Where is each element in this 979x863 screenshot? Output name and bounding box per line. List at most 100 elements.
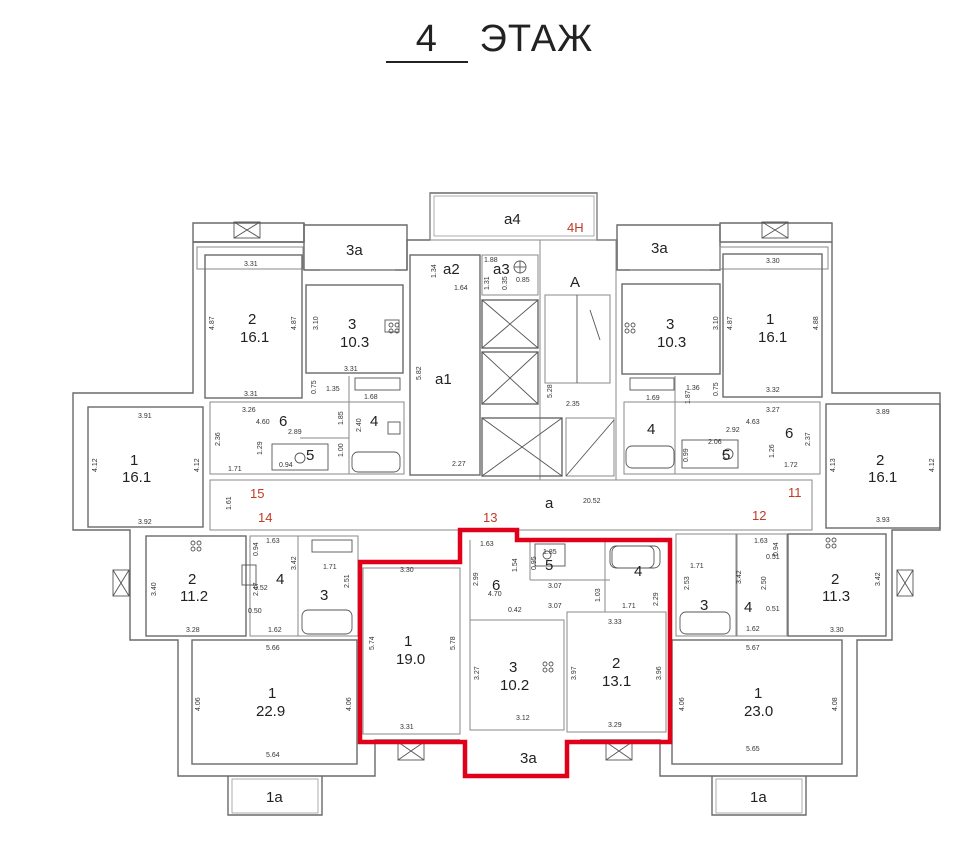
dimension: 3.12 — [516, 715, 530, 722]
dimension: 3.31 — [244, 261, 258, 268]
dimension: 4.12 — [194, 458, 201, 472]
room-number: 3 — [320, 587, 328, 604]
room-number: 2 — [876, 452, 884, 469]
dimension: 3.31 — [244, 391, 258, 398]
balcony-label: 3а — [651, 240, 668, 257]
dimension: 1.63 — [754, 538, 768, 545]
dimension: 3.40 — [151, 582, 158, 596]
dimension: 0.94 — [279, 462, 293, 469]
dimension: 5.78 — [450, 636, 457, 650]
section-number: 12 — [752, 508, 766, 523]
balcony-label: 3а — [520, 750, 537, 767]
dimension: 0.94 — [773, 542, 780, 556]
dimension: 3.32 — [766, 387, 780, 394]
dimension: 5.82 — [416, 366, 423, 380]
dimension: 2.50 — [761, 576, 768, 590]
dimension: 4.87 — [727, 316, 734, 330]
dimension: 1.63 — [266, 538, 280, 545]
dimension: 3.10 — [713, 316, 720, 330]
room-number: 1 — [268, 685, 276, 702]
dimension: 2.53 — [684, 576, 691, 590]
balcony-label: 1а — [750, 789, 767, 806]
dimension: 0.85 — [516, 277, 530, 284]
dimension: 2.29 — [653, 592, 660, 606]
dimension: 0.75 — [311, 380, 318, 394]
room-area: 13.1 — [602, 673, 631, 690]
dimension: 3.42 — [875, 572, 882, 586]
section-number: 13 — [483, 510, 497, 525]
room-number: 3 — [348, 316, 356, 333]
dimension: 1.71 — [323, 564, 337, 571]
dimension: 1.69 — [646, 395, 660, 402]
dimension: 4.12 — [92, 458, 99, 472]
dimension: 4.60 — [256, 419, 270, 426]
dimension: 1.62 — [268, 627, 282, 634]
dimension: 4.13 — [830, 458, 837, 472]
room-number: 3 — [700, 597, 708, 614]
dimension: 0.50 — [248, 608, 262, 615]
dimension: 1.35 — [326, 386, 340, 393]
dimension: 1.68 — [364, 394, 378, 401]
apartment-top-right — [621, 253, 823, 475]
dimension: 3.07 — [548, 603, 562, 610]
dimension: 3.30 — [766, 258, 780, 265]
dimension: 0.75 — [713, 382, 720, 396]
core-label: А — [570, 274, 580, 291]
dimension: 2.89 — [288, 429, 302, 436]
dimension: 3.92 — [138, 519, 152, 526]
floor-number: 4 — [385, 19, 468, 63]
core-label: а2 — [443, 261, 460, 278]
room-area: 16.1 — [758, 329, 787, 346]
balcony-label: 1а — [266, 789, 283, 806]
dimension: 1.72 — [784, 462, 798, 469]
dimension: 1.85 — [543, 549, 557, 556]
room-number: 5 — [722, 447, 730, 464]
room-number: 2 — [831, 571, 839, 588]
dimension: 4.70 — [488, 591, 502, 598]
core-label: а3 — [493, 261, 510, 278]
dimension: 1.88 — [484, 257, 498, 264]
dimension: 0.95 — [531, 556, 538, 570]
dimension: 1.71 — [690, 563, 704, 570]
dimension: 4.87 — [209, 316, 216, 330]
dimension: 3.27 — [766, 407, 780, 414]
room-area: 16.1 — [240, 329, 269, 346]
dimension: 2.27 — [452, 461, 466, 468]
dimension: 4.06 — [679, 697, 686, 711]
dimension: 1.71 — [228, 466, 242, 473]
dimension: 3.97 — [571, 666, 578, 680]
dimension: 4.06 — [346, 697, 353, 711]
dimension: 2.06 — [708, 439, 722, 446]
outer-walls — [72, 192, 941, 777]
dimension: 3.07 — [548, 583, 562, 590]
room-number: 4 — [634, 563, 642, 580]
dimension: 0.99 — [683, 448, 690, 462]
section-number: 11 — [788, 485, 802, 500]
dimension: 2.99 — [473, 572, 480, 586]
room-number: 1 — [754, 685, 762, 702]
room-area: 16.1 — [868, 469, 897, 486]
dimension: 1.85 — [338, 411, 345, 425]
room-number: 4 — [370, 413, 378, 430]
room-number: 1 — [404, 633, 412, 650]
dimension: 1.62 — [746, 626, 760, 633]
apartment-selected — [362, 540, 667, 735]
dimension: 3.96 — [656, 666, 663, 680]
dimensions: 3.31 4.87 4.87 3.31 3.10 3.31 0.75 1.35 … — [92, 257, 936, 759]
dimension: 2.35 — [566, 401, 580, 408]
top-balconies — [303, 193, 721, 271]
dimension: 4.12 — [929, 458, 936, 472]
room-number: 5 — [545, 557, 553, 574]
room-number: 5 — [306, 447, 314, 464]
labels: 4Н 15 14 13 12 11 а4 а2 а3 а1 а А 2 16.1… — [122, 211, 897, 806]
room-number: 4 — [276, 571, 284, 588]
core-label: а4 — [504, 211, 521, 228]
core — [409, 239, 617, 481]
dimension: 3.10 — [313, 316, 320, 330]
dimension: 4.06 — [195, 697, 202, 711]
room-area: 16.1 — [122, 469, 151, 486]
room-number: 4 — [744, 599, 752, 616]
room-area: 11.2 — [180, 588, 208, 605]
dimension: 1.34 — [431, 264, 438, 278]
